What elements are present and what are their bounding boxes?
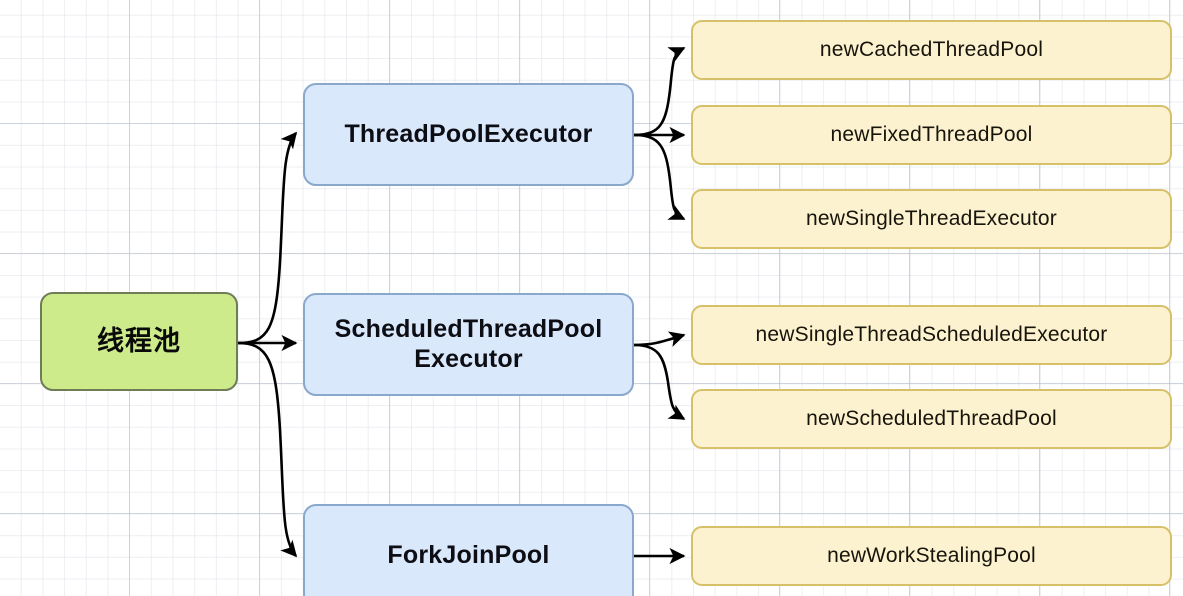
- node-newcachedthreadpool[interactable]: newCachedThreadPool: [691, 20, 1172, 80]
- edge-root-to-forkjoinpool: [237, 341, 298, 558]
- edge-stpe-to-newsinglethreadscheduledexecutor: [633, 331, 686, 347]
- node-scheduledthreadpoolexecutor[interactable]: ScheduledThreadPool Executor: [303, 293, 634, 396]
- node-newscheduledthreadpool[interactable]: newScheduledThreadPool: [691, 389, 1172, 449]
- edge-root-to-threadpoolexecutor: [237, 131, 298, 345]
- edge-tpe-to-newsinglethreadexecutor: [633, 133, 686, 221]
- edge-stpe-to-newscheduledthreadpool: [633, 343, 686, 421]
- node-newworkstealingpool[interactable]: newWorkStealingPool: [691, 526, 1172, 586]
- edge-tpe-to-newcachedthreadpool: [633, 46, 686, 137]
- node-root-thread-pool[interactable]: 线程池: [40, 292, 238, 391]
- node-threadpoolexecutor[interactable]: ThreadPoolExecutor: [303, 83, 634, 186]
- node-newsinglethreadscheduledexecutor[interactable]: newSingleThreadScheduledExecutor: [691, 305, 1172, 365]
- node-newsinglethreadexecutor[interactable]: newSingleThreadExecutor: [691, 189, 1172, 249]
- node-newfixedthreadpool[interactable]: newFixedThreadPool: [691, 105, 1172, 165]
- node-forkjoinpool[interactable]: ForkJoinPool: [303, 504, 634, 596]
